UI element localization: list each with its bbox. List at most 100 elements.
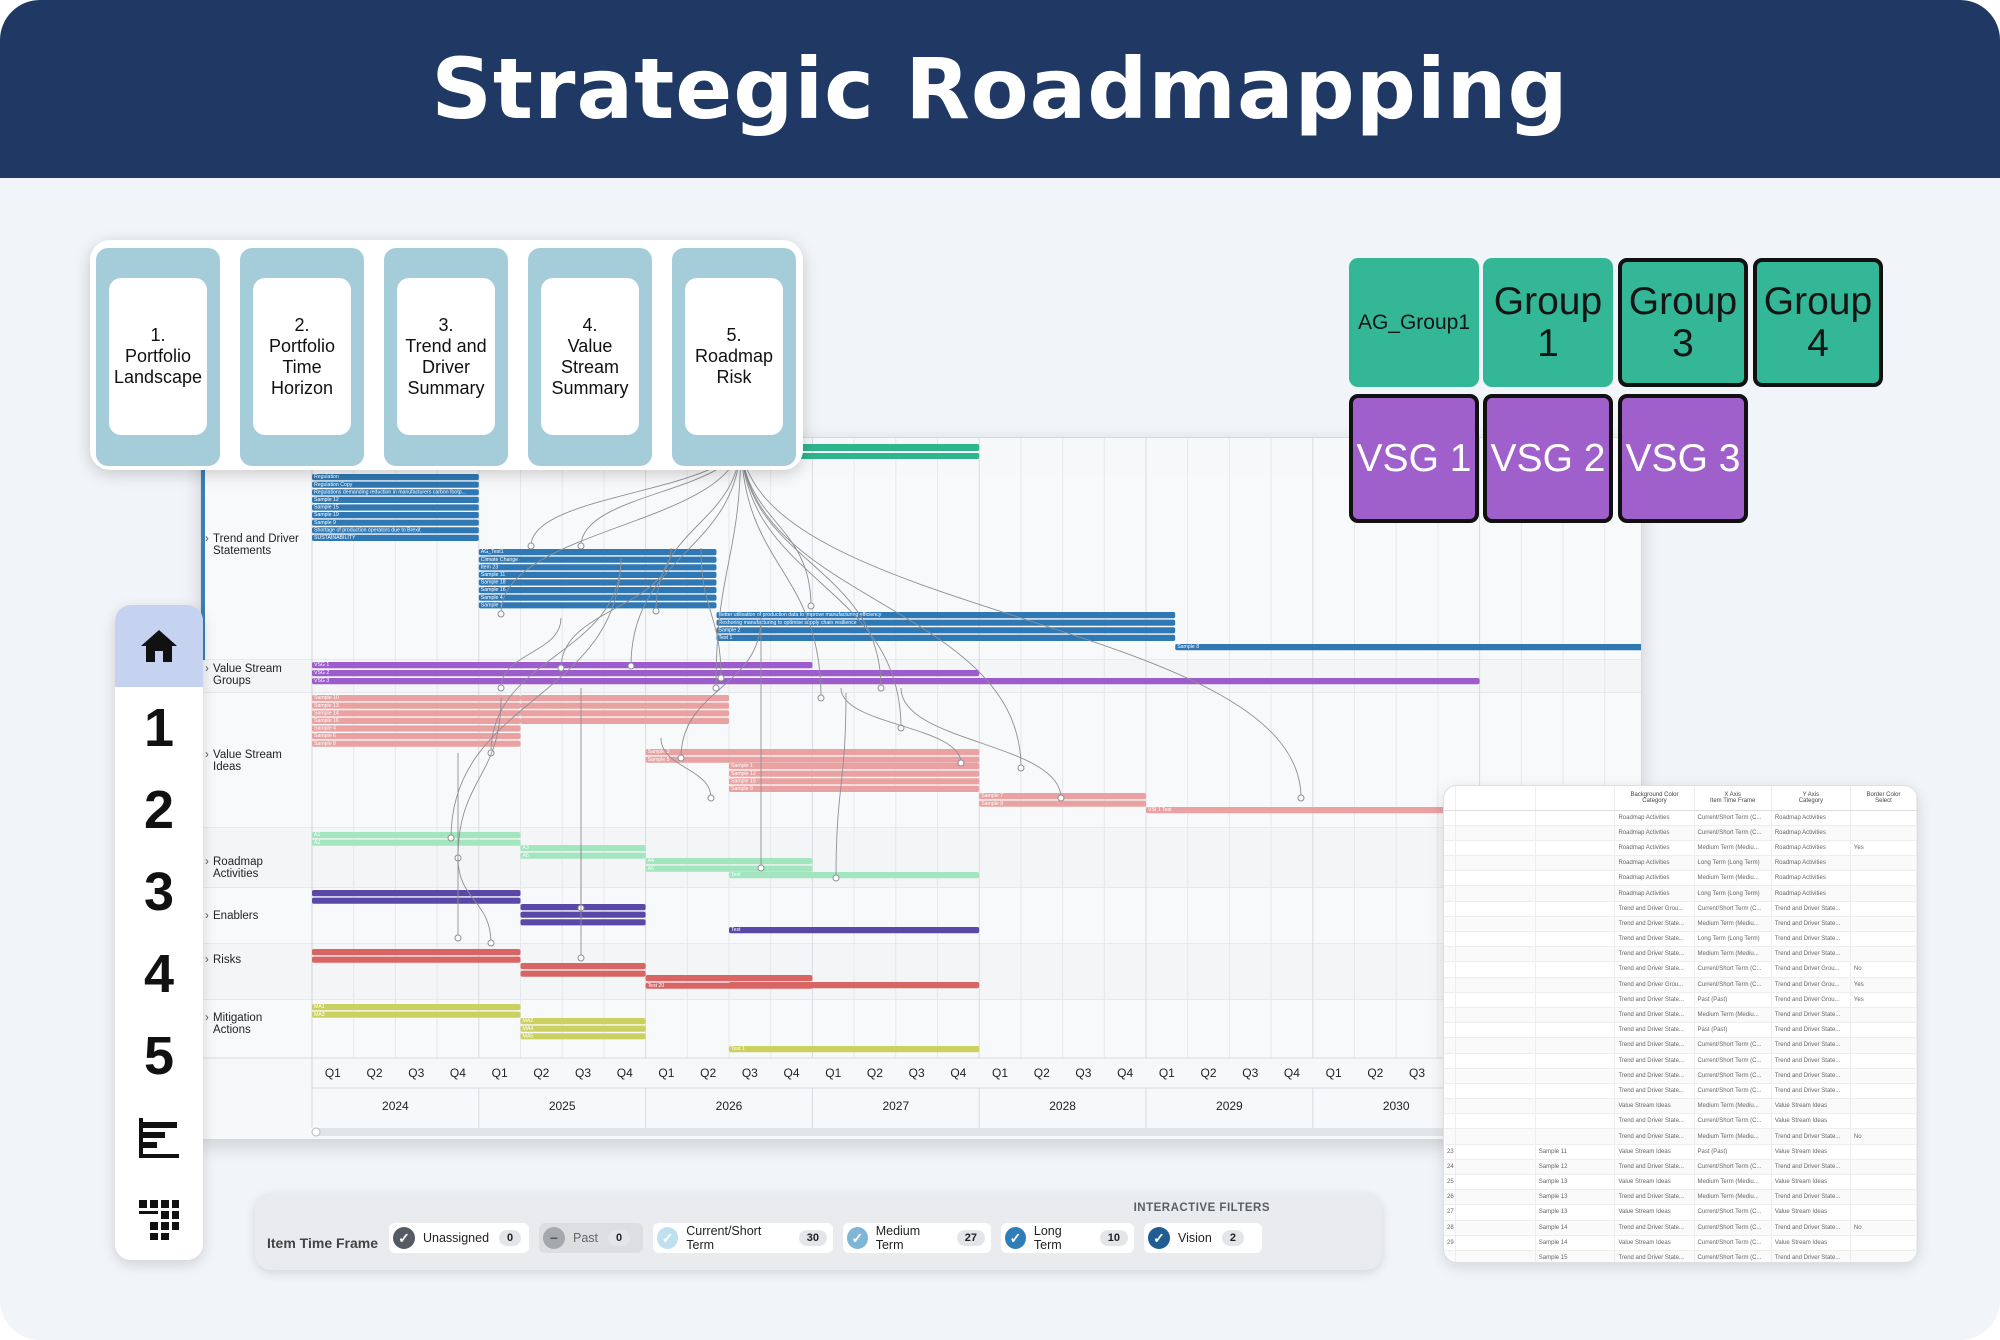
table-header-cell[interactable]	[1455, 786, 1536, 811]
table-header-cell[interactable]	[1535, 786, 1616, 811]
table-header-cell[interactable]: X Axis Item Time Frame	[1694, 786, 1772, 811]
check-icon[interactable]: ✓	[393, 1227, 415, 1249]
mitigation-bar	[312, 1011, 521, 1018]
table-row[interactable]: Trend and Driver State...Past (Past)Tren…	[1444, 1022, 1917, 1039]
lane-label[interactable]: Enablers	[205, 910, 258, 922]
table-row[interactable]: Trend and Driver State...Past (Past)Tren…	[1444, 992, 1917, 1008]
enabler-bar	[729, 927, 980, 934]
nav-item-5[interactable]: 5	[143, 1026, 175, 1086]
table-row[interactable]: Trend and Driver State...Current/Short T…	[1444, 1037, 1917, 1054]
table-row[interactable]: Trend and Driver State...Current/Short T…	[1444, 1053, 1917, 1069]
nav-item-4[interactable]: 4	[143, 944, 175, 1004]
nav-matrix[interactable]	[115, 1179, 203, 1260]
table-row[interactable]: Trend and Driver State...Long Term (Long…	[1444, 931, 1917, 948]
bar-label: Regulation Copy	[314, 482, 353, 488]
table-cell: Trend and Driver State...	[1614, 1220, 1695, 1236]
report-tile-5[interactable]: 5. Roadmap Risk	[672, 248, 796, 466]
report-tile-1[interactable]: 1. Portfolio Landscape	[96, 248, 220, 466]
nav-gantt[interactable]	[115, 1097, 203, 1179]
check-icon[interactable]: ✓	[657, 1227, 679, 1249]
check-icon[interactable]: ✓	[1148, 1227, 1170, 1249]
table-row[interactable]: Trend and Driver Grou...Current/Short Te…	[1444, 901, 1917, 917]
lane-label[interactable]: Roadmap Activities	[205, 856, 263, 880]
lane-label[interactable]: Trend and Driver Statements	[205, 533, 299, 557]
check-icon[interactable]: ✓	[1005, 1227, 1026, 1249]
group-tile-vsg-1[interactable]: VSG 1	[1349, 394, 1479, 523]
dependency-node	[577, 542, 585, 550]
lane-label[interactable]: Risks	[205, 954, 241, 966]
table-row[interactable]: Trend and Driver State...Medium Term (Me…	[1444, 1007, 1917, 1024]
lane-label[interactable]: Mitigation Actions	[205, 1012, 262, 1036]
group-tile-ag-group1[interactable]: AG_Group1	[1349, 258, 1479, 387]
table-cell	[1535, 825, 1616, 841]
group-tile-vsg-3[interactable]: VSG 3	[1618, 394, 1748, 523]
activity-bar	[645, 858, 813, 865]
table-row[interactable]: Trend and Driver State...Medium Term (Me…	[1444, 916, 1917, 933]
quarter-tick-label: Q3	[1075, 1066, 1092, 1080]
quarter-tick-label: Q2	[1200, 1066, 1217, 1080]
table-row[interactable]: Trend and Driver State...Current/Short T…	[1444, 1068, 1917, 1084]
lane-label[interactable]: Value Stream Ideas	[205, 749, 282, 773]
bar-label: Sample 12	[314, 497, 339, 503]
group-tile-group-3[interactable]: Group 3	[1618, 258, 1748, 387]
table-header-cell[interactable]	[1444, 786, 1457, 811]
lane-selection-marker	[201, 438, 205, 660]
nav-item-1[interactable]: 1	[143, 698, 175, 758]
table-row[interactable]: Trend and Driver Grou...Current/Short Te…	[1444, 977, 1917, 993]
table-cell	[1444, 1250, 1457, 1262]
table-row[interactable]: Trend and Driver State...Medium Term (Me…	[1444, 1128, 1917, 1145]
check-icon[interactable]: ✓	[847, 1227, 868, 1249]
table-header-cell[interactable]: Border Color Select	[1850, 786, 1917, 811]
bar-label: Sample 8	[981, 801, 1003, 807]
nav-home[interactable]	[115, 605, 203, 687]
minus-icon[interactable]: −	[543, 1227, 565, 1249]
group-tile-vsg-2[interactable]: VSG 2	[1483, 394, 1613, 523]
table-cell	[1444, 1098, 1457, 1115]
report-tile-3[interactable]: 3. Trend and Driver Summary	[384, 248, 508, 466]
table-row[interactable]: Trend and Driver State...Current/Short T…	[1444, 961, 1917, 978]
bar-label: Test 1	[731, 1046, 745, 1052]
lane-label[interactable]: Value Stream Groups	[205, 663, 282, 687]
table-row[interactable]: Trend and Driver State...Current/Short T…	[1444, 1113, 1917, 1130]
table-cell	[1455, 1037, 1536, 1054]
group-tile-group-1[interactable]: Group 1	[1483, 258, 1613, 387]
table-cell	[1455, 1144, 1536, 1160]
table-row[interactable]: Trend and Driver State...Current/Short T…	[1444, 1083, 1917, 1100]
table-cell	[1455, 1189, 1536, 1206]
table-cell	[1455, 977, 1536, 993]
group-tile-group-4[interactable]: Group 4	[1753, 258, 1883, 387]
report-tile-4[interactable]: 4. Value Stream Summary	[528, 248, 652, 466]
table-row[interactable]: Trend and Driver State...Medium Term (Me…	[1444, 946, 1917, 963]
nav-item-3[interactable]: 3	[143, 862, 175, 922]
report-tile-2[interactable]: 2. Portfolio Time Horizon	[240, 248, 364, 466]
table-header-cell[interactable]: Y Axis Category	[1771, 786, 1851, 811]
nav-item-2[interactable]: 2	[143, 780, 175, 840]
table-cell: Sample 15	[1535, 1250, 1616, 1262]
table-header-cell[interactable]: Background Color Category	[1614, 786, 1695, 811]
